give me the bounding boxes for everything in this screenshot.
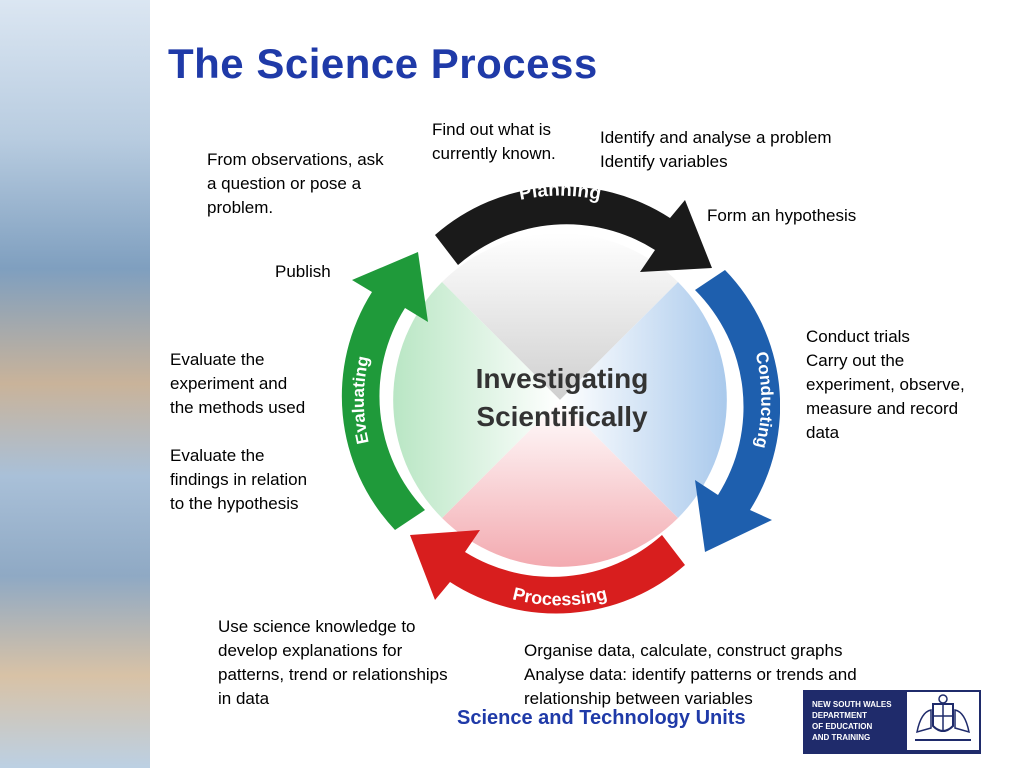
- conducting-arrow: Conducting: [695, 270, 780, 552]
- identify-note: Identify and analyse a problem Identify …: [600, 128, 832, 171]
- observations-note: From observations, ask a question or pos…: [207, 150, 384, 217]
- evaluating-label: Evaluating: [349, 354, 373, 445]
- processing-quadrant: [442, 400, 678, 567]
- planning-quadrant: [442, 233, 678, 400]
- logo-text: NEW SOUTH WALES DEPARTMENT OF EDUCATION …: [812, 700, 892, 742]
- processing-arrow: Processing: [410, 530, 685, 614]
- conducting-quadrant: [560, 282, 727, 518]
- svg-text:Evaluating: Evaluating: [349, 354, 373, 445]
- publish-note: Publish: [275, 262, 331, 281]
- evaluate-findings-note: Evaluate the findings in relation to the…: [170, 446, 308, 513]
- conduct-note: Conduct trials Carry out the experiment,…: [806, 327, 965, 442]
- organise-note: Organise data, calculate, construct grap…: [524, 641, 857, 708]
- center-label-line2: Scientifically: [476, 401, 648, 432]
- center-label-line1: Investigating: [476, 363, 649, 394]
- footer-label: Science and Technology Units: [457, 707, 746, 729]
- evaluating-quadrant: [393, 282, 560, 518]
- find-out-note: Find out what is currently known.: [432, 120, 556, 163]
- nsw-det-logo: NEW SOUTH WALES DEPARTMENT OF EDUCATION …: [803, 690, 981, 754]
- evaluating-arrow: Evaluating: [341, 252, 428, 530]
- hypothesis-note: Form an hypothesis: [707, 206, 857, 225]
- evaluate-methods-note: Evaluate the experiment and the methods …: [170, 350, 306, 417]
- page-title: The Science Process: [168, 40, 598, 87]
- classroom-photo-strip: [0, 0, 150, 768]
- science-cycle-diagram: Planning Conducting Processing Evaluatin…: [341, 180, 780, 614]
- use-knowledge-note: Use science knowledge to develop explana…: [218, 617, 448, 708]
- coat-of-arms-icon: [907, 692, 979, 750]
